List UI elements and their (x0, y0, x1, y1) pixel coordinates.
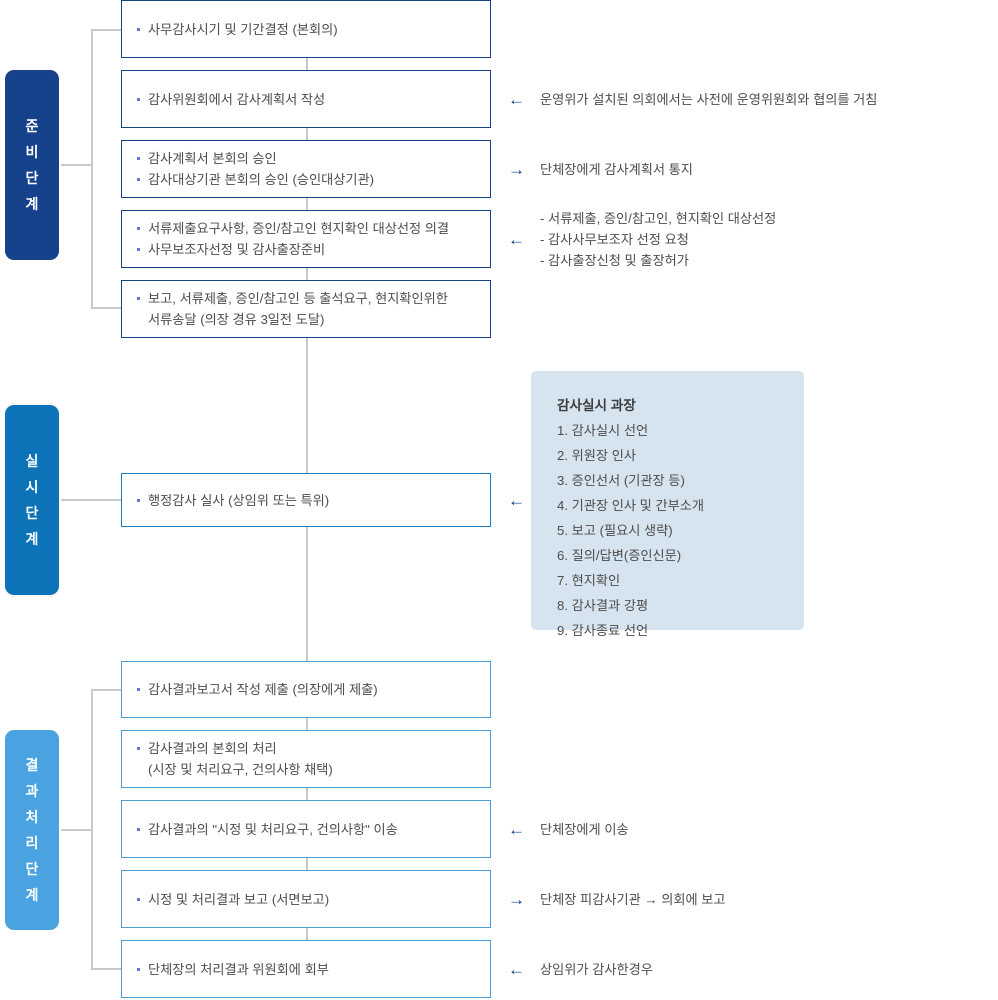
process-box-line: (시장 및 처리요구, 건의사항 채택) (148, 762, 333, 777)
info-panel-item: 5. 보고 (필요시 생략) (557, 523, 673, 538)
process-box-7[interactable]: 감사결과보고서 작성 제출 (의장에게 제출) (121, 661, 491, 718)
info-panel-item: 6. 질의/답변(증인신문) (557, 548, 682, 563)
connector-vertical-stage1 (91, 30, 93, 309)
arrow-right-icon: → (508, 889, 525, 909)
process-box-line: 감사계획서 본회의 승인 (136, 148, 480, 169)
process-box-line: 사무감사시기 및 기간결정 (본회의) (136, 19, 480, 40)
process-box-3[interactable]: 감사계획서 본회의 승인 감사대상기관 본회의 승인 (승인대상기관) (121, 140, 491, 198)
process-box-4[interactable]: 서류제출요구사항, 증인/참고인 현지확인 대상선정 의결 사무보조자선정 및 … (121, 210, 491, 268)
annotation-text: 단체장 피감사기관 → 의회에 보고 (540, 891, 726, 907)
stem-box6-box7 (306, 527, 308, 661)
stem-box3-box4 (306, 198, 308, 210)
arrow-left-icon: ← (508, 819, 525, 839)
annotation-info-panel-arrow: ← (508, 489, 530, 511)
stem-box7-box8 (306, 718, 308, 730)
annotation-text: 단체장에게 감사계획서 통지 (540, 161, 693, 177)
audit-execution-procedure-panel: 감사실시 과장 1. 감사실시 선언 2. 위원장 인사 3. 증인선서 (기관… (531, 371, 804, 638)
stage-label-char: 단 (25, 505, 39, 521)
process-box-8[interactable]: 감사결과의 본회의 처리 (시장 및 처리요구, 건의사항 채택) (121, 730, 491, 788)
annotation-1: ← 운영위가 설치된 의회에서는 사전에 운영위원회와 협의를 거침 (508, 88, 877, 110)
connector-stage1-label-link (61, 164, 92, 166)
stage-label-char: 비 (25, 144, 39, 160)
stem-box1-box2 (306, 58, 308, 70)
connector-stub-stage3-bottom (91, 968, 122, 970)
annotation-text: 단체장에게 이송 (540, 821, 629, 837)
process-box-11[interactable]: 단체장의 처리결과 위원회에 회부 (121, 940, 491, 998)
annotation-text: - 감사출장신청 및 출장허가 (540, 252, 689, 268)
process-box-1[interactable]: 사무감사시기 및 기간결정 (본회의) (121, 0, 491, 58)
stage-label-char: 단 (25, 170, 39, 186)
stage-label-char: 계 (25, 531, 39, 547)
info-panel-title: 감사실시 과장 (557, 398, 636, 413)
stage-label-result-processing: 결 과 처 리 단 계 (5, 730, 59, 930)
process-box-line: 서류제출요구사항, 증인/참고인 현지확인 대상선정 의결 (136, 218, 480, 239)
stage-label-char: 과 (25, 783, 39, 799)
stage-label-char: 실 (25, 453, 39, 469)
process-box-line: 행정감사 실사 (상임위 또는 특위) (136, 490, 480, 511)
stem-box9-box10 (306, 858, 308, 870)
connector-vertical-stage3 (91, 690, 93, 970)
connector-stage2-label-link (61, 499, 122, 501)
process-box-2[interactable]: 감사위원회에서 감사계획서 작성 (121, 70, 491, 128)
annotation-4: ← 단체장에게 이송 (508, 818, 629, 840)
annotation-text: - 감사사무보조자 선정 요청 (540, 231, 689, 247)
connector-stub-stage1-bottom (91, 307, 122, 309)
annotation-5: → 단체장 피감사기관 → 의회에 보고 (508, 888, 726, 910)
annotation-2: → 단체장에게 감사계획서 통지 (508, 158, 693, 180)
stem-box4-box5 (306, 268, 308, 280)
stage-label-char: 준 (25, 118, 39, 134)
stage-label-execution: 실 시 단 계 (5, 405, 59, 595)
info-panel-item: 4. 기관장 인사 및 간부소개 (557, 498, 704, 513)
annotation-6: ← 상임위가 감사한경우 (508, 958, 653, 980)
stem-box2-box3 (306, 128, 308, 140)
stem-box10-box11 (306, 928, 308, 940)
info-panel-item: 1. 감사실시 선언 (557, 423, 649, 438)
stage-label-char: 처 (25, 809, 39, 825)
stage-label-char: 결 (25, 757, 39, 773)
process-box-line: 감사결과의 "시정 및 처리요구, 건의사항" 이송 (136, 819, 480, 840)
stem-box5-box6 (306, 338, 308, 473)
info-panel-item: 2. 위원장 인사 (557, 448, 636, 463)
annotation-text: 상임위가 감사한경우 (540, 961, 653, 977)
process-box-line: 감사결과보고서 작성 제출 (의장에게 제출) (136, 679, 480, 700)
process-box-line: 보고, 서류제출, 증인/참고인 등 출석요구, 현지확인위한 (136, 288, 480, 309)
info-panel-item: 9. 감사종료 선언 (557, 623, 649, 638)
arrow-left-icon: ← (508, 959, 525, 979)
process-box-line: 사무보조자선정 및 감사출장준비 (136, 239, 480, 260)
stage-label-char: 리 (25, 835, 39, 851)
process-box-10[interactable]: 시정 및 처리결과 보고 (서면보고) (121, 870, 491, 928)
annotation-text: - 서류제출, 증인/참고인, 현지확인 대상선정 (540, 210, 777, 226)
arrow-left-icon: ← (508, 229, 525, 249)
connector-stub-stage1-top (91, 29, 122, 31)
connector-stage3-label-link (61, 829, 92, 831)
process-box-line: 단체장의 처리결과 위원회에 회부 (136, 959, 480, 980)
process-box-6[interactable]: 행정감사 실사 (상임위 또는 특위) (121, 473, 491, 527)
stage-label-char: 시 (25, 479, 39, 495)
process-box-5[interactable]: 보고, 서류제출, 증인/참고인 등 출석요구, 현지확인위한 서류송달 (의장… (121, 280, 491, 338)
stage-label-char: 계 (25, 196, 39, 212)
arrow-left-icon: ← (508, 490, 525, 510)
stage-label-char: 단 (25, 861, 39, 877)
process-box-line: 서류송달 (의장 경유 3일전 도달) (148, 312, 325, 327)
process-box-line: 감사결과의 본회의 처리 (136, 738, 480, 759)
stage-label-char: 계 (25, 887, 39, 903)
info-panel-item: 3. 증인선서 (기관장 등) (557, 473, 685, 488)
process-box-line: 감사대상기관 본회의 승인 (승인대상기관) (136, 169, 480, 190)
info-panel-item: 8. 감사결과 강평 (557, 598, 649, 613)
info-panel-item: 7. 현지확인 (557, 573, 621, 588)
arrow-right-icon: → (508, 159, 525, 179)
connector-stub-stage3-top (91, 689, 122, 691)
process-box-9[interactable]: 감사결과의 "시정 및 처리요구, 건의사항" 이송 (121, 800, 491, 858)
annotation-3: ← - 서류제출, 증인/참고인, 현지확인 대상선정 - 감사사무보조자 선정… (508, 207, 776, 271)
arrow-left-icon: ← (508, 89, 525, 109)
stem-box8-box9 (306, 788, 308, 800)
stage-label-preparation: 준 비 단 계 (5, 70, 59, 260)
annotation-text: 운영위가 설치된 의회에서는 사전에 운영위원회와 협의를 거침 (540, 91, 878, 107)
process-box-line: 감사위원회에서 감사계획서 작성 (136, 89, 480, 110)
process-box-line: 시정 및 처리결과 보고 (서면보고) (136, 889, 480, 910)
